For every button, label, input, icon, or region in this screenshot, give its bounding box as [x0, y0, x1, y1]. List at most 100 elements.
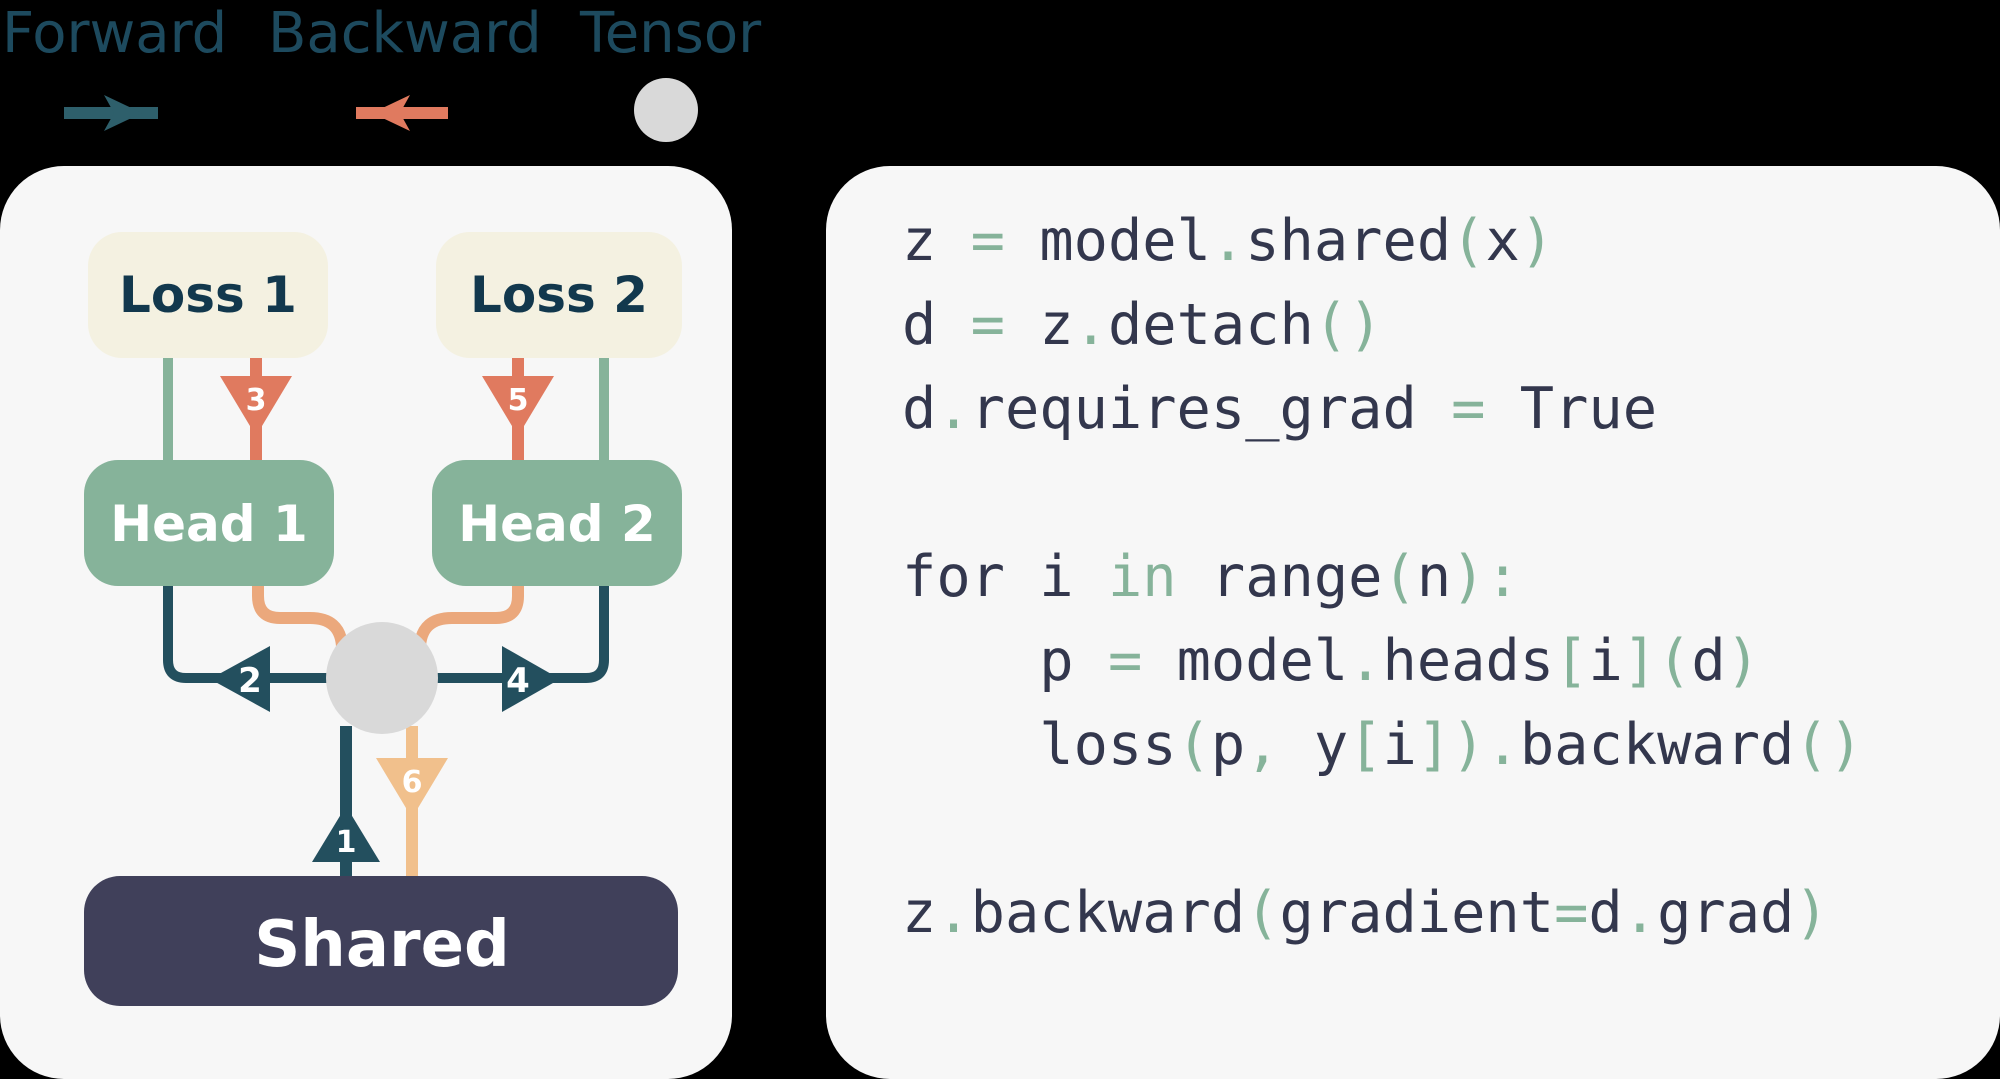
code-token: [1005, 544, 1039, 610]
code-token: (: [1451, 208, 1486, 274]
code-token: .: [1348, 628, 1383, 694]
code-token: [902, 628, 1039, 694]
code-token: model: [1039, 208, 1211, 274]
code-token: .: [1622, 880, 1658, 946]
legend-tensor-label: Tensor: [580, 1, 762, 66]
code-token: z: [1039, 292, 1074, 358]
code-token: (: [1382, 544, 1417, 610]
step-2-arrow: [210, 646, 270, 712]
code-token: gradient: [1279, 880, 1555, 946]
code-token: =: [1554, 880, 1589, 946]
loss2-box: [436, 232, 682, 358]
forward-arrow-icon: [64, 95, 158, 131]
code-token: [1485, 376, 1519, 442]
code-token: ): [1519, 208, 1555, 274]
shared-label: Shared: [254, 908, 510, 982]
code-token: detach: [1107, 292, 1314, 358]
code-token: (): [1313, 292, 1383, 358]
code-token: [: [1348, 712, 1383, 778]
code-line: for i in range(n):: [902, 542, 1520, 612]
code-token: n: [1416, 544, 1452, 610]
code-token: d: [902, 292, 937, 358]
code-panel: z = model.shared(x)d = z.detach()d.requi…: [826, 166, 2000, 1079]
code-token: model: [1176, 628, 1349, 694]
code-token: i: [1588, 628, 1623, 694]
code-token: p: [1039, 628, 1074, 694]
code-token: loss: [1039, 712, 1177, 778]
code-token: in: [1107, 544, 1177, 610]
tensor-node: [326, 622, 438, 734]
code-token: .: [1210, 208, 1246, 274]
step-5-label: 5: [508, 383, 529, 418]
code-token: p: [1210, 712, 1246, 778]
code-line: d = z.detach(): [902, 290, 1383, 360]
code-token: [1005, 292, 1039, 358]
code-token: (: [1245, 880, 1280, 946]
backward-arrow-icon: [356, 95, 448, 131]
step-3-label: 3: [246, 383, 267, 418]
loss2-label: Loss 2: [470, 266, 648, 324]
code-token: (): [1794, 712, 1864, 778]
code-token: ):: [1451, 544, 1520, 610]
code-token: d: [1588, 880, 1623, 946]
code-token: ](: [1622, 628, 1692, 694]
code-token: ): [1794, 880, 1829, 946]
code-token: .: [936, 880, 971, 946]
code-line: p = model.heads[i](d): [902, 626, 1760, 696]
code-token: .: [1073, 292, 1108, 358]
step-6-label: 6: [402, 765, 423, 800]
step-1-arrow: [312, 806, 380, 862]
code-token: d: [1691, 628, 1726, 694]
step-4-label: 4: [506, 661, 530, 701]
code-token: requires_grad: [970, 376, 1417, 442]
tensor-circle-icon: [634, 78, 698, 142]
step-4-arrow: [502, 646, 560, 712]
code-token: backward: [1519, 712, 1795, 778]
code-token: [936, 292, 970, 358]
code-token: z: [902, 208, 937, 274]
head2-box: [432, 460, 682, 586]
code-token: i: [1039, 544, 1074, 610]
code-token: [1417, 376, 1451, 442]
diagram-panel: Loss 1 Loss 2 Head 1 Head 2 3 5 2 4 6 1 …: [0, 166, 732, 1079]
step-1-label: 1: [336, 825, 357, 860]
loss1-box: [88, 232, 328, 358]
computation-graph: Loss 1 Loss 2 Head 1 Head 2 3 5 2 4 6 1 …: [84, 232, 682, 1006]
code-token: [902, 712, 1039, 778]
step-5-arrow: [482, 376, 554, 436]
code-token: .: [936, 376, 971, 442]
code-token: [: [1554, 628, 1589, 694]
code-line: loss(p, y[i]).backward(): [902, 710, 1863, 780]
forward-edge-tensor-head1: [163, 584, 330, 683]
step-3-arrow: [220, 376, 292, 436]
code-token: =: [1107, 628, 1143, 694]
shared-box: [84, 876, 678, 1006]
code-line: z.backward(gradient=d.grad): [902, 878, 1829, 948]
head1-box: [84, 460, 334, 586]
backward-edge-head2-tensor: [414, 584, 524, 660]
code-token: grad: [1657, 880, 1795, 946]
code-token: [1005, 208, 1039, 274]
code-token: for: [902, 544, 1005, 610]
code-line: z = model.shared(x): [902, 206, 1554, 276]
loss1-label: Loss 1: [119, 266, 297, 324]
code-line: [902, 458, 936, 528]
code-line: d.requires_grad = True: [902, 374, 1657, 444]
code-token: [1074, 628, 1108, 694]
code-token: heads: [1382, 628, 1555, 694]
code-token: backward: [970, 880, 1246, 946]
code-token: .: [1485, 712, 1520, 778]
code-token: y: [1313, 712, 1349, 778]
step-2-label: 2: [238, 661, 262, 701]
code-token: True: [1519, 376, 1658, 442]
code-token: [1177, 544, 1211, 610]
code-token: ]): [1416, 712, 1486, 778]
code-token: (: [1176, 712, 1211, 778]
code-token: =: [970, 208, 1005, 274]
code-token: ): [1725, 628, 1761, 694]
forward-edge-tensor-head2: [430, 584, 609, 683]
head2-label: Head 2: [458, 495, 656, 553]
code-token: x: [1485, 208, 1520, 274]
code-token: shared: [1245, 208, 1452, 274]
head1-label: Head 1: [110, 495, 308, 553]
